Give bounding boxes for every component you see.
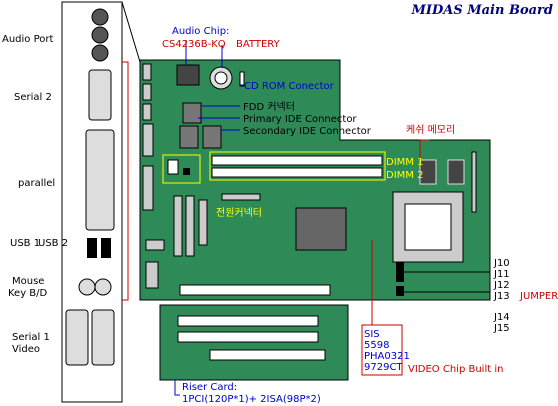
sis-label-line-3: PHA0321 bbox=[364, 351, 410, 362]
sis-label-line-4: 9729CT bbox=[364, 362, 403, 373]
audio-jack-1 bbox=[91, 8, 109, 26]
battery-label: BATTERY bbox=[236, 39, 281, 50]
j10-label: J10 bbox=[493, 258, 510, 269]
riser-isa-slot-1 bbox=[177, 315, 319, 327]
usb2-label: USB 2 bbox=[38, 238, 68, 249]
usb-port-2 bbox=[101, 238, 111, 258]
j13-label: J13 bbox=[493, 291, 510, 302]
power-connector-label: 전원커넥터 bbox=[216, 207, 262, 219]
secondary-ide-label: Secondary IDE Connector bbox=[243, 126, 372, 137]
riser-desc-label: 1PCI(120P*1)+ 2ISA(98P*2) bbox=[182, 394, 321, 405]
cache-chip-2 bbox=[447, 159, 465, 185]
keyboard-label: Key B/D bbox=[8, 288, 48, 299]
mouse-label: Mouse bbox=[12, 276, 44, 287]
usb1-label: USB 1 bbox=[10, 238, 40, 249]
j12-label: J12 bbox=[493, 280, 510, 291]
dimm2-label: DIMM 2 bbox=[386, 170, 423, 181]
dimm1-label: DIMM 1 bbox=[386, 157, 423, 168]
cache-memory-label: 케쉬 메모리 bbox=[406, 124, 455, 136]
riser-pci-slot bbox=[209, 349, 326, 361]
usb-port-1 bbox=[87, 238, 97, 258]
fdd-label: FDD 커넥터 bbox=[243, 101, 295, 113]
video-connector bbox=[91, 309, 115, 366]
audio-chip-label: Audio Chip: bbox=[172, 26, 229, 37]
primary-ide-label: Primary IDE Connector bbox=[243, 114, 357, 125]
serial2-connector bbox=[88, 69, 112, 121]
audio-chip-model-label: CS4236B-KQ bbox=[162, 39, 226, 50]
cdrom-connector bbox=[239, 71, 245, 87]
j11-label: J11 bbox=[493, 269, 510, 280]
sis-label-line-1: SIS bbox=[364, 329, 380, 340]
serial1-connector bbox=[65, 309, 89, 366]
riser-card-label: Riser Card: bbox=[182, 382, 237, 393]
video-chip-label: VIDEO Chip Built in bbox=[408, 364, 503, 375]
video-label: Video bbox=[12, 344, 40, 355]
secondary-ide-connector bbox=[202, 125, 222, 149]
serial1-label: Serial 1 bbox=[12, 332, 50, 343]
pci-slot bbox=[179, 284, 331, 296]
keyboard-port bbox=[94, 278, 112, 296]
riser-isa-slot-2 bbox=[177, 331, 319, 343]
mouse-port bbox=[78, 278, 96, 296]
dimm1-slot bbox=[211, 155, 383, 166]
jumper-label: JUMPER bbox=[519, 291, 558, 302]
j14-label: J14 bbox=[493, 312, 510, 323]
jumper-block-1 bbox=[396, 262, 404, 282]
primary-ide-connector bbox=[179, 125, 199, 149]
cache-chip-1 bbox=[419, 159, 437, 185]
parallel-label: parallel bbox=[18, 178, 55, 189]
sis-label-line-2: 5598 bbox=[364, 340, 389, 351]
serial2-label: Serial 2 bbox=[14, 92, 52, 103]
panel-frame bbox=[122, 61, 129, 301]
cdrom-label: CD ROM Conector bbox=[244, 81, 335, 92]
audio-port-label: Audio Port bbox=[2, 34, 54, 45]
dimm2-slot bbox=[211, 167, 383, 178]
sis-chip bbox=[295, 207, 347, 251]
audio-jack-2 bbox=[91, 26, 109, 44]
audio-chip bbox=[176, 64, 200, 86]
parallel-connector bbox=[85, 129, 115, 231]
audio-jack-3 bbox=[91, 44, 109, 62]
jumper-block-2 bbox=[396, 286, 404, 296]
panel-edge-top bbox=[121, 1, 141, 63]
j15-label: J15 bbox=[493, 323, 510, 334]
diagram-title: MIDAS Main Board bbox=[411, 3, 554, 18]
fdd-connector bbox=[182, 102, 202, 124]
